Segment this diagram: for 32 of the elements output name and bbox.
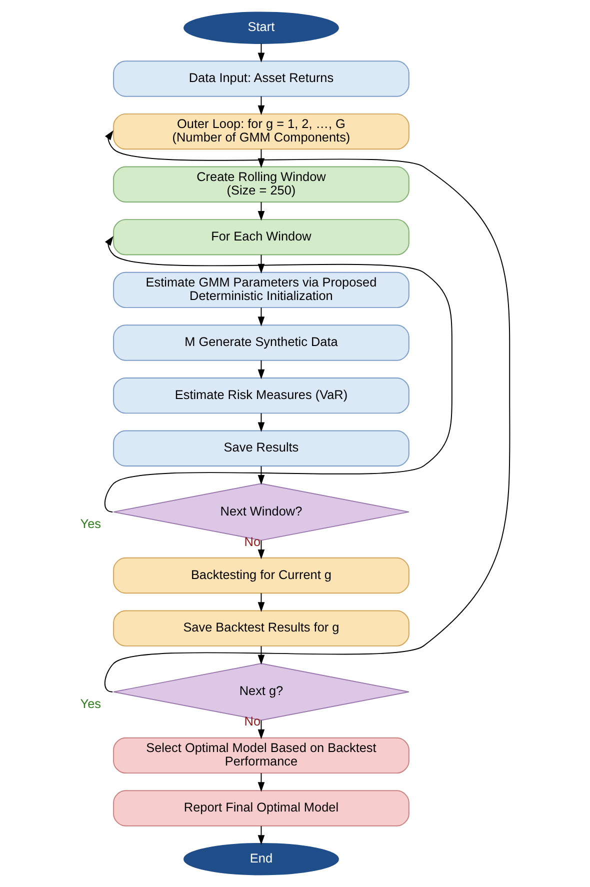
node-box: Estimate GMM Parameters via Proposed Deterministic Initialization <box>113 272 410 308</box>
arrow <box>258 360 265 380</box>
node-box: Report Final Optimal Model <box>113 790 410 826</box>
arrow <box>258 202 265 221</box>
node-box: Save Results <box>113 430 410 466</box>
node-box: M Generate Synthetic Data <box>113 324 410 361</box>
arrow <box>258 772 265 792</box>
arrow <box>104 236 452 512</box>
arrow <box>258 96 265 116</box>
node-ellipse: Start <box>183 12 339 44</box>
arrow <box>258 592 265 612</box>
arrow <box>258 43 265 63</box>
arrow <box>104 130 510 692</box>
node-box: Outer Loop: for g = 1, 2, …, G (Number of GMM Components) <box>113 113 410 150</box>
node-box: For Each Window <box>113 219 410 256</box>
node-box: Select Optimal Model Based on Backtest Performance <box>113 737 410 774</box>
arrow <box>258 307 265 326</box>
arrow <box>258 720 265 740</box>
arrow <box>258 466 265 485</box>
node-box: Backtesting for Current g <box>113 557 410 594</box>
node-box: Data Input: Asset Returns <box>113 60 410 97</box>
arrow <box>258 540 265 560</box>
arrow <box>258 646 265 665</box>
node-box: Create Rolling Window (Size = 250) <box>113 166 410 202</box>
node-ellipse: End <box>183 842 339 876</box>
arrow <box>258 148 265 168</box>
arrow <box>258 826 265 845</box>
arrow <box>258 412 265 432</box>
edge-label: Yes <box>80 696 102 712</box>
edge-label: Yes <box>80 516 102 532</box>
node-box: Estimate Risk Measures (VaR) <box>113 378 410 414</box>
node-box: Save Backtest Results for g <box>113 610 410 646</box>
